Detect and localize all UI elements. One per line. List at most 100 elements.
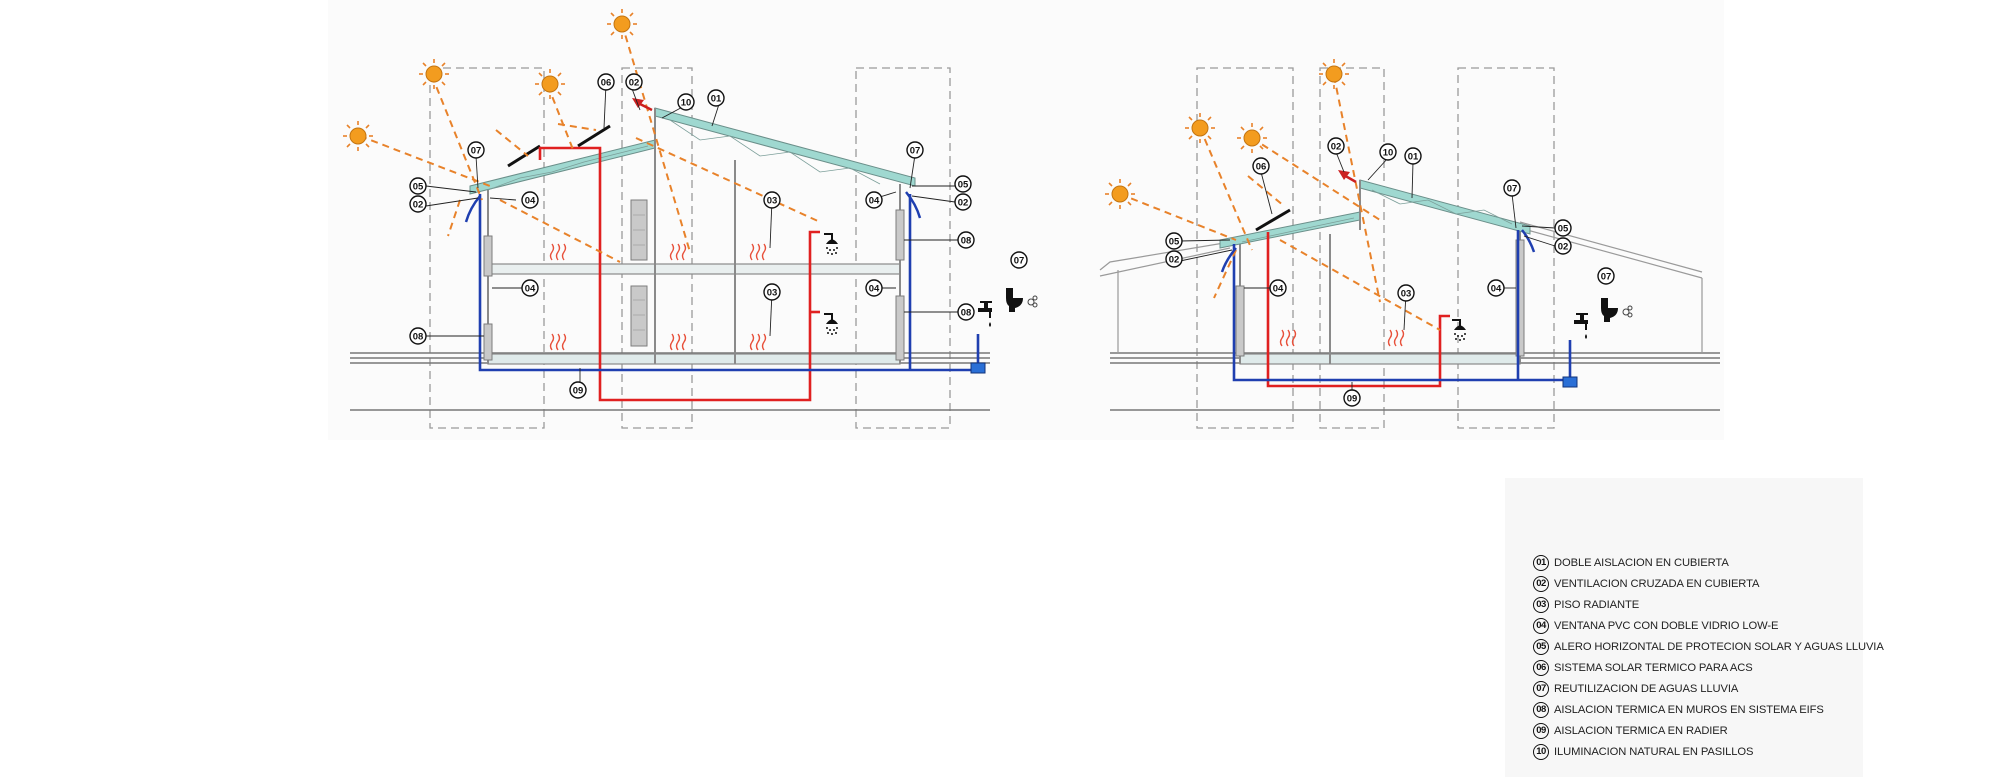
legend-item-09: 09 AISLACION TERMICA EN RADIER bbox=[1533, 720, 1884, 741]
tag-07: 07 bbox=[1010, 251, 1028, 269]
tag-09: 09 bbox=[569, 381, 587, 399]
tag-01: 01 bbox=[1404, 147, 1422, 165]
tag-05: 05 bbox=[409, 177, 427, 195]
tag-02: 02 bbox=[1327, 137, 1345, 155]
svg-text:07: 07 bbox=[471, 145, 482, 156]
tag-10: 10 bbox=[677, 93, 695, 111]
sun-icon bbox=[342, 120, 374, 152]
svg-text:05: 05 bbox=[958, 179, 969, 190]
svg-text:07: 07 bbox=[1601, 271, 1612, 282]
svg-text:03: 03 bbox=[767, 287, 778, 298]
legend-label: REUTILIZACION DE AGUAS LLUVIA bbox=[1554, 682, 1739, 695]
tag-02: 02 bbox=[1165, 250, 1183, 268]
legend-item-03: 03 PISO RADIANTE bbox=[1533, 594, 1884, 615]
tag-05: 05 bbox=[1165, 232, 1183, 250]
sun-icon bbox=[418, 58, 450, 90]
tag-07: 07 bbox=[467, 141, 485, 159]
tag-08: 08 bbox=[957, 303, 975, 321]
tag-03: 03 bbox=[1397, 284, 1415, 302]
legend-label: ALERO HORIZONTAL DE PROTECION SOLAR Y AG… bbox=[1554, 640, 1884, 653]
section-a-rain-water-pipe bbox=[478, 194, 980, 372]
svg-text:08: 08 bbox=[961, 235, 972, 246]
legend-label: ILUMINACION NATURAL EN PASILLOS bbox=[1554, 745, 1754, 758]
svg-text:04: 04 bbox=[1491, 283, 1502, 294]
section-a: 01 10 02 06 07 05 02 04 04 03 03 04 04 0… bbox=[342, 8, 1038, 429]
svg-text:05: 05 bbox=[1558, 223, 1569, 234]
legend-label: AISLACION TERMICA EN RADIER bbox=[1554, 724, 1728, 737]
tag-03: 03 bbox=[763, 283, 781, 301]
tag-05: 05 bbox=[954, 175, 972, 193]
legend-item-05: 05 ALERO HORIZONTAL DE PROTECION SOLAR Y … bbox=[1533, 636, 1884, 657]
section-a-hot-water-pipe bbox=[538, 146, 820, 402]
tag-07: 07 bbox=[906, 141, 924, 159]
svg-text:06: 06 bbox=[601, 77, 612, 88]
sun-icon bbox=[1184, 112, 1216, 144]
svg-text:07: 07 bbox=[1014, 255, 1025, 266]
tag-04: 04 bbox=[865, 279, 883, 297]
tag-01: 01 bbox=[707, 89, 725, 107]
sun-icon bbox=[1104, 178, 1136, 210]
section-a-sun-rays bbox=[359, 23, 821, 263]
svg-text:02: 02 bbox=[958, 197, 969, 208]
legend-item-02: 02 VENTILACION CRUZADA EN CUBIERTA bbox=[1533, 573, 1884, 594]
svg-text:07: 07 bbox=[910, 145, 921, 156]
section-b-number-tags: 01 10 02 06 05 02 04 03 04 07 05 02 07 0… bbox=[1165, 137, 1615, 407]
legend-number: 10 bbox=[1533, 743, 1549, 760]
tag-04: 04 bbox=[1487, 279, 1505, 297]
legend-number: 01 bbox=[1533, 554, 1549, 571]
tag-08: 08 bbox=[957, 231, 975, 249]
tag-10: 10 bbox=[1379, 143, 1397, 161]
tag-02: 02 bbox=[954, 193, 972, 211]
section-a-solar-collectors bbox=[507, 124, 611, 168]
svg-text:04: 04 bbox=[1273, 283, 1284, 294]
tag-06: 06 bbox=[597, 73, 615, 91]
legend-number: 05 bbox=[1533, 638, 1549, 655]
svg-text:04: 04 bbox=[869, 283, 880, 294]
svg-text:09: 09 bbox=[1347, 393, 1358, 404]
tag-04: 04 bbox=[865, 191, 883, 209]
legend-number: 09 bbox=[1533, 722, 1549, 739]
legend-number: 02 bbox=[1533, 575, 1549, 592]
legend-number: 03 bbox=[1533, 596, 1549, 613]
svg-text:01: 01 bbox=[711, 93, 722, 104]
tag-05: 05 bbox=[1554, 219, 1572, 237]
svg-text:02: 02 bbox=[413, 199, 424, 210]
legend-number: 07 bbox=[1533, 680, 1549, 697]
sun-icon bbox=[534, 68, 566, 100]
svg-text:07: 07 bbox=[1507, 183, 1518, 194]
svg-text:10: 10 bbox=[681, 97, 692, 108]
section-a-walls bbox=[487, 160, 901, 364]
sun-icon bbox=[1318, 58, 1350, 90]
section-a-slabs bbox=[487, 263, 901, 365]
tag-04: 04 bbox=[521, 279, 539, 297]
legend-number: 04 bbox=[1533, 617, 1549, 634]
tag-08: 08 bbox=[409, 327, 427, 345]
svg-text:04: 04 bbox=[869, 195, 880, 206]
legend-label: PISO RADIANTE bbox=[1554, 598, 1640, 611]
tag-04: 04 bbox=[521, 191, 539, 209]
svg-text:01: 01 bbox=[1408, 151, 1419, 162]
svg-text:08: 08 bbox=[961, 307, 972, 318]
svg-text:03: 03 bbox=[1401, 288, 1412, 299]
tag-02: 02 bbox=[625, 73, 643, 91]
svg-text:04: 04 bbox=[525, 283, 536, 294]
section-a-number-tags: 01 10 02 06 07 05 02 04 04 03 03 04 04 0… bbox=[409, 73, 1028, 399]
legend-label: VENTILACION CRUZADA EN CUBIERTA bbox=[1554, 577, 1760, 590]
tag-06: 06 bbox=[1252, 157, 1270, 175]
sun-icon bbox=[606, 8, 638, 40]
legend-item-10: 10 ILUMINACION NATURAL EN PASILLOS bbox=[1533, 741, 1884, 762]
tag-02: 02 bbox=[409, 195, 427, 213]
svg-text:10: 10 bbox=[1383, 147, 1394, 158]
svg-text:06: 06 bbox=[1256, 161, 1267, 172]
svg-text:05: 05 bbox=[1169, 236, 1180, 247]
svg-text:02: 02 bbox=[1558, 241, 1569, 252]
tag-04: 04 bbox=[1269, 279, 1287, 297]
svg-text:05: 05 bbox=[413, 181, 424, 192]
